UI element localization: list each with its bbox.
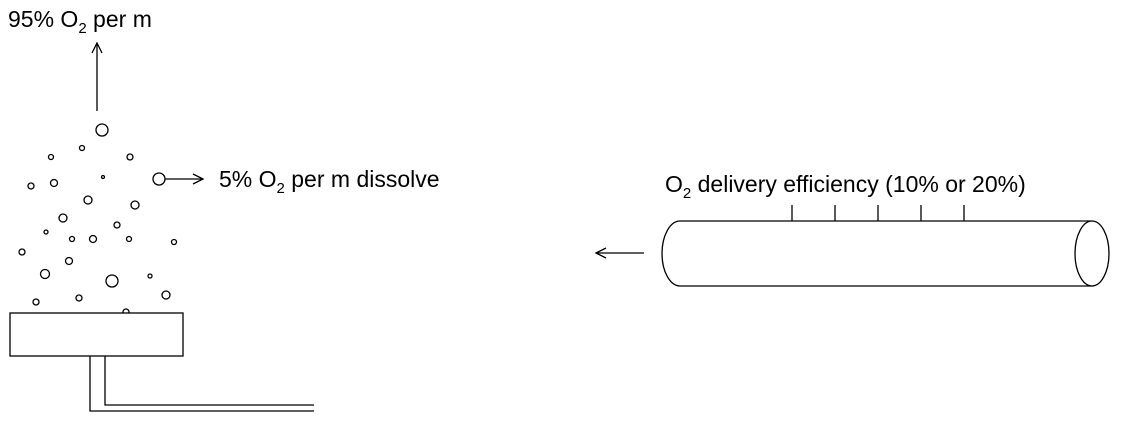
bubble bbox=[68, 235, 76, 243]
diffuser-box bbox=[9, 312, 184, 357]
bubble bbox=[100, 174, 106, 180]
bubble bbox=[95, 123, 109, 137]
dissolve-label: 5% O2 per m dissolve bbox=[219, 166, 440, 197]
bubble bbox=[83, 195, 93, 205]
dissolving-bubble bbox=[152, 172, 166, 186]
bubble bbox=[32, 298, 40, 306]
tube-body bbox=[661, 220, 1092, 287]
bubble bbox=[125, 235, 133, 243]
bubble bbox=[78, 144, 86, 152]
bubble bbox=[27, 182, 35, 190]
bubble bbox=[18, 248, 26, 256]
bubble bbox=[39, 268, 51, 280]
bubble bbox=[126, 153, 134, 161]
feed-pipe-inner bbox=[104, 356, 314, 406]
tube-group: O2 delivery efficiency (10% or 20%) bbox=[596, 171, 1110, 287]
bubble bbox=[58, 213, 68, 223]
bubbles bbox=[18, 123, 178, 316]
bubble bbox=[147, 273, 153, 279]
bubble bbox=[113, 221, 121, 229]
bubble bbox=[49, 178, 59, 188]
efficiency-label: O2 delivery efficiency (10% or 20%) bbox=[665, 171, 1026, 202]
bubble bbox=[105, 274, 119, 288]
feed-pipe-outer bbox=[89, 356, 314, 412]
bubble bbox=[43, 229, 49, 235]
bubble bbox=[88, 234, 98, 244]
bubble bbox=[170, 238, 178, 246]
tick-marks bbox=[791, 205, 965, 221]
tube-end bbox=[1074, 220, 1110, 287]
diffuser-group: 95% O2 per m bbox=[8, 6, 440, 412]
bubble bbox=[161, 290, 171, 300]
bubble bbox=[130, 200, 140, 210]
bubble bbox=[75, 294, 83, 302]
bubble bbox=[47, 153, 55, 161]
bubble bbox=[64, 256, 74, 266]
escape-label: 95% O2 per m bbox=[8, 6, 152, 37]
